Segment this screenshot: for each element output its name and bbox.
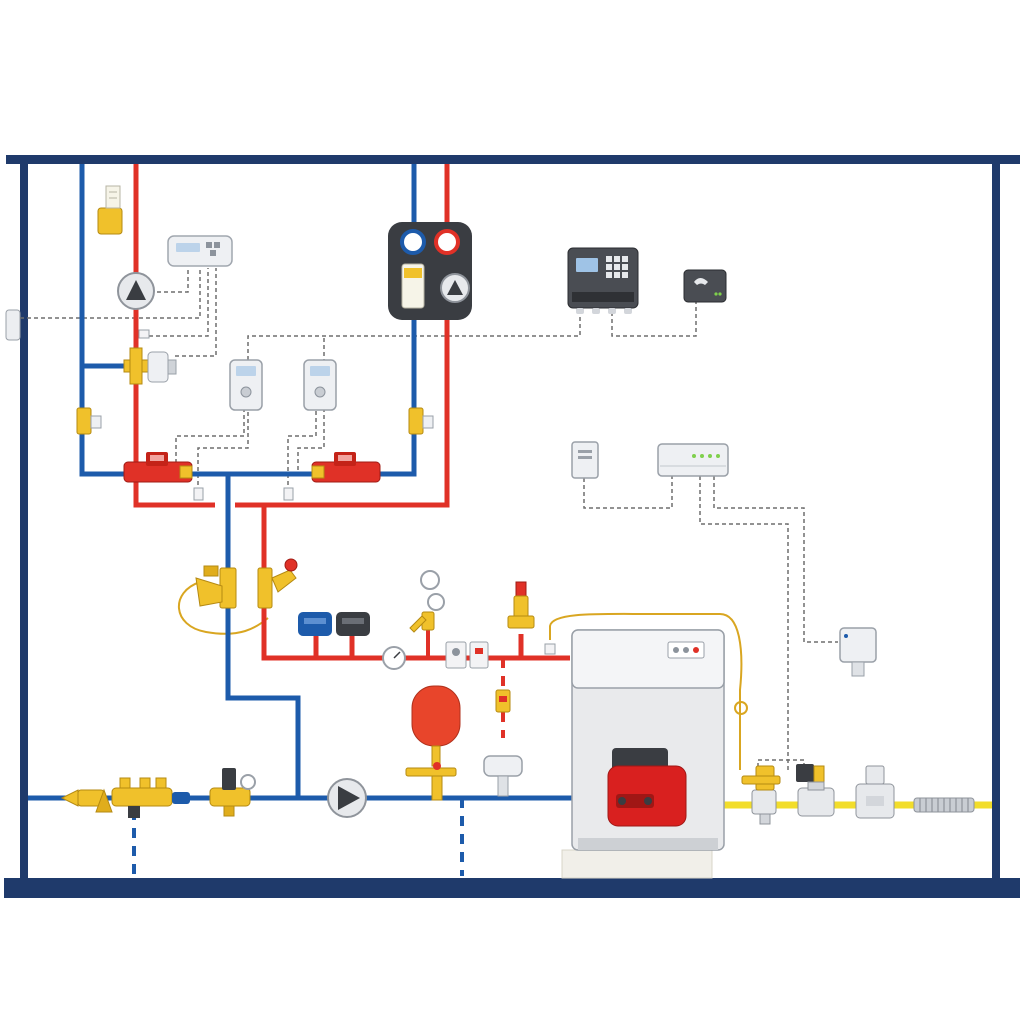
safety-group-gauges[interactable] <box>409 570 445 633</box>
pressure-gauge-icon <box>382 646 406 670</box>
actuator-dark[interactable] <box>336 612 370 636</box>
outdoor-sensor-icon[interactable] <box>839 627 877 677</box>
valve-left-riser[interactable] <box>76 407 102 435</box>
room-sensor-icon[interactable] <box>571 441 599 479</box>
roof-line <box>6 155 1020 164</box>
telephone-module-icon[interactable] <box>683 269 727 303</box>
thermostat-switch-2[interactable] <box>469 641 489 669</box>
floor-slab <box>4 878 1020 898</box>
capillary-thermostatic <box>177 581 269 635</box>
expansion-vessel-icon[interactable] <box>405 685 461 801</box>
backflow-preventer-icon[interactable] <box>111 777 190 818</box>
thermometer-gauge-blue <box>400 229 426 255</box>
pump-icon[interactable] <box>117 272 155 310</box>
temperature-sensor-left <box>193 487 204 501</box>
circulation-pump-icon[interactable] <box>327 778 367 818</box>
outdoor-sensor-left <box>5 309 21 341</box>
thermostat-switch-1[interactable] <box>445 641 467 669</box>
capillary-boiler-to-gas <box>549 612 743 770</box>
building-frame <box>4 155 1020 898</box>
gas-valve-icon[interactable] <box>741 765 781 825</box>
solenoid-valve-icon[interactable] <box>796 764 835 817</box>
heat-meter-right[interactable] <box>311 452 381 483</box>
room-thermostat-right[interactable] <box>303 359 337 411</box>
thermometer-gauge-red <box>434 229 460 255</box>
heat-meter-left[interactable] <box>123 452 193 483</box>
pump-station-icon[interactable] <box>388 222 472 320</box>
boiler-flow-probe <box>544 643 556 655</box>
air-separator-icon[interactable] <box>483 755 523 797</box>
router-icon[interactable] <box>657 443 729 477</box>
three-way-mixing-valve[interactable] <box>123 347 177 385</box>
left-wall <box>20 160 28 882</box>
gas-filter-icon[interactable] <box>855 765 895 819</box>
zone-valve-top-left[interactable] <box>97 185 123 235</box>
temperature-probe <box>138 329 150 339</box>
controller-icon[interactable] <box>567 247 639 314</box>
room-thermostat-left[interactable] <box>229 359 263 411</box>
temperature-sensor-right <box>283 487 294 501</box>
capillary-loop <box>734 701 748 715</box>
thermostatic-valve-icon[interactable] <box>195 565 237 609</box>
pressure-reducer-icon[interactable] <box>209 768 256 817</box>
right-wall <box>992 160 1000 882</box>
flexible-hose-icon[interactable] <box>913 797 975 813</box>
zone-thermostat-controller[interactable] <box>167 235 233 267</box>
valve-right-riser[interactable] <box>408 407 434 435</box>
burner-icon[interactable] <box>607 748 687 827</box>
actuator-blue[interactable] <box>298 612 332 636</box>
balancing-valve-icon[interactable] <box>257 558 298 609</box>
capillary-tubes <box>177 581 748 770</box>
flow-switch-icon[interactable] <box>495 689 511 713</box>
safety-valve-icon[interactable] <box>507 581 535 629</box>
water-filter-icon[interactable] <box>60 788 113 813</box>
